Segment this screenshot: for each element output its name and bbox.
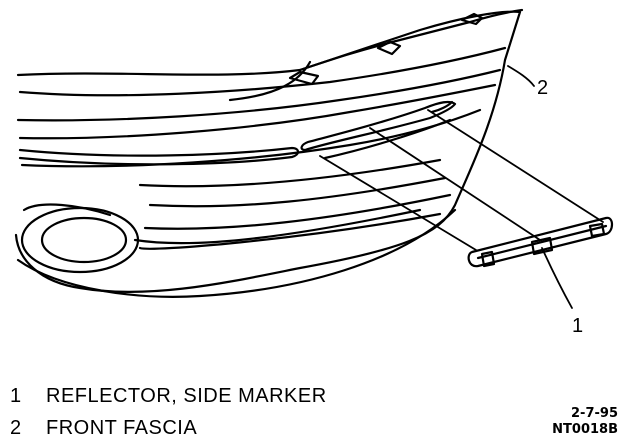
legend-item: 1 REFLECTOR, SIDE MARKER — [10, 386, 327, 406]
fascia-top-edge — [298, 8, 524, 72]
legend-number: 1 — [10, 385, 22, 407]
mounting-tab — [460, 12, 484, 26]
reflector-recess — [300, 100, 457, 152]
reflector-lens-cell — [588, 222, 606, 238]
leader-line — [369, 127, 541, 241]
callout-2-leader — [507, 65, 535, 87]
lower-contour — [143, 193, 452, 230]
grille-slot — [18, 146, 300, 166]
lower-contour — [138, 158, 442, 188]
reflector-lens-cell — [530, 236, 554, 256]
fascia-outline — [14, 10, 522, 293]
lower-contour — [133, 208, 422, 245]
mounting-tab — [288, 70, 320, 86]
callout-1-label: 1 — [572, 315, 584, 337]
figure-date: 2-7-95 — [571, 406, 618, 421]
side-marker-reflector — [467, 216, 614, 268]
leader-line — [319, 155, 477, 251]
reflector-lens-bar — [476, 224, 608, 260]
legend-item: 2 FRONT FASCIA — [10, 418, 197, 438]
contour-line — [16, 68, 502, 122]
lower-contour — [138, 212, 442, 250]
contour-line — [18, 83, 497, 140]
leader-line — [427, 109, 604, 223]
legend-text: REFLECTOR, SIDE MARKER — [46, 385, 327, 407]
legend-number: 2 — [10, 417, 22, 439]
fog-lamp-inner — [40, 216, 128, 264]
callout-1-leader — [541, 247, 573, 309]
fog-lamp-rim — [22, 203, 112, 217]
air-dam-edge — [16, 208, 457, 298]
mounting-tab — [376, 40, 402, 56]
recess-edge — [430, 100, 454, 114]
lower-contour — [148, 176, 447, 208]
recess-edge — [323, 118, 452, 160]
contour-line — [18, 46, 507, 97]
reflector-lens-cell — [480, 250, 496, 268]
callout-2-label: 2 — [537, 77, 549, 99]
legend-text: FRONT FASCIA — [46, 417, 198, 439]
figure-code: NT0018B — [552, 422, 618, 437]
